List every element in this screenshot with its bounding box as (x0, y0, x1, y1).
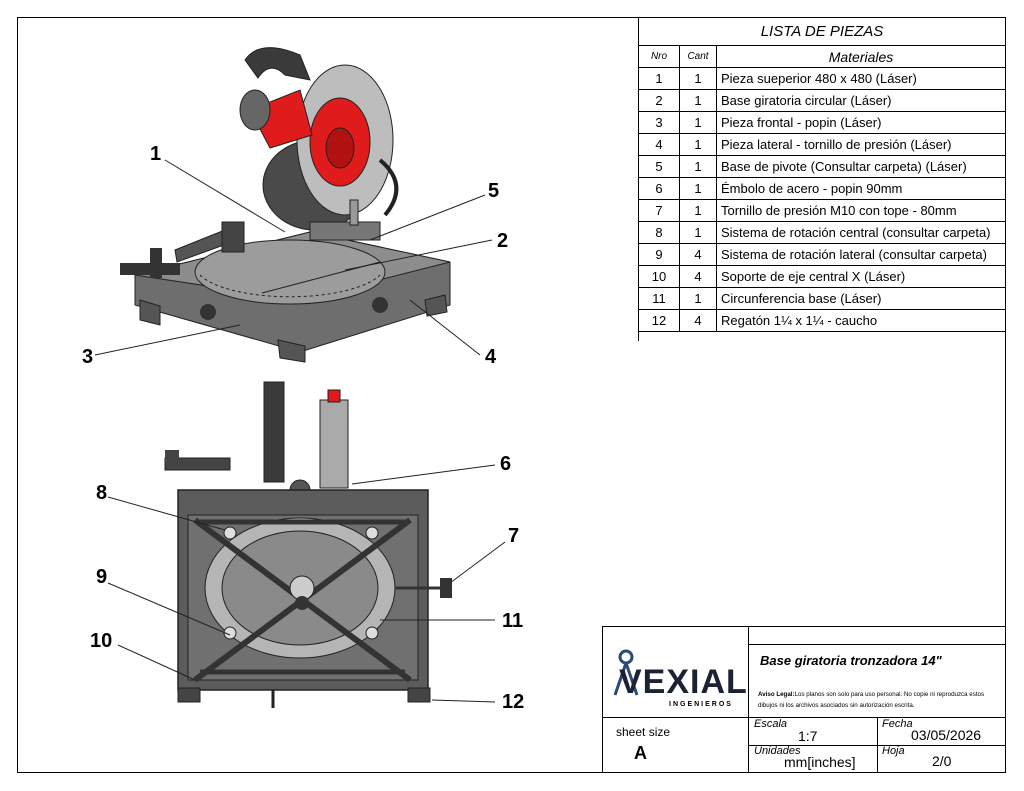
parts-cell-material: Base de pivote (Consultar carpeta) (Láse… (716, 155, 1006, 178)
parts-cell-material: Tornillo de presión M10 con tope - 80mm (716, 199, 1006, 222)
callout-5: 5 (488, 180, 500, 202)
callout-9: 9 (96, 566, 108, 588)
parts-cell-nro: 3 (638, 111, 680, 134)
parts-cell-nro: 10 (638, 265, 680, 288)
callout-4: 4 (485, 346, 497, 368)
parts-cell-material: Base giratoria circular (Láser) (716, 89, 1006, 112)
hoja-value: 2/0 (932, 753, 952, 769)
parts-cell-material: Sistema de rotación central (consultar c… (716, 221, 1006, 244)
parts-cell-cant: 1 (679, 177, 717, 200)
fecha-value: 03/05/2026 (911, 727, 982, 743)
parts-cell-cant: 1 (679, 133, 717, 156)
isometric-view (94, 47, 493, 363)
escala-value: 1:7 (798, 728, 818, 744)
legal-notice-label: Aviso Legal: (758, 691, 795, 698)
logo-cell: VEXIAL INGENIEROS (602, 626, 749, 718)
sheet-size-label: sheet size (616, 725, 671, 739)
parts-cell-nro: 6 (638, 177, 680, 200)
callout-11: 11 (502, 610, 524, 632)
parts-cell-cant: 4 (679, 265, 717, 288)
parts-cell-material: Regatón 1¼ x 1¼ - caucho (716, 309, 1006, 332)
parts-cell-cant: 1 (679, 111, 717, 134)
parts-cell-cant: 1 (679, 287, 717, 310)
parts-cell-nro: 7 (638, 199, 680, 222)
parts-cell-material: Sistema de rotación lateral (consultar c… (716, 243, 1006, 266)
drawing-title: Base giratoria tronzadora 14" (760, 653, 942, 668)
callout-8: 8 (96, 482, 108, 504)
parts-cell-nro: 2 (638, 89, 680, 112)
parts-cell-nro: 9 (638, 243, 680, 266)
logo-text: VEXIAL (619, 663, 748, 701)
parts-cell-material: Pieza frontal - popin (Láser) (716, 111, 1006, 134)
parts-cell-nro: 8 (638, 221, 680, 244)
parts-cell-cant: 4 (679, 243, 717, 266)
parts-cell-cant: 4 (679, 309, 717, 332)
logo-subtext: INGENIEROS (669, 701, 733, 708)
column-header-nro: Nro (638, 45, 680, 68)
fecha-label: Fecha (882, 718, 913, 730)
drawing-sheet-border (17, 17, 1006, 773)
callout-1: 1 (150, 143, 162, 165)
parts-cell-material: Émbolo de acero - popin 90mm (716, 177, 1006, 200)
parts-cell-nro: 11 (638, 287, 680, 310)
parts-cell-cant: 1 (679, 67, 717, 90)
column-header-materiales: Materiales (716, 45, 1006, 68)
bottom-view (107, 381, 506, 708)
parts-cell-material: Pieza lateral - tornillo de presión (Lás… (716, 133, 1006, 156)
parts-cell-nro: 12 (638, 309, 680, 332)
parts-cell-nro: 5 (638, 155, 680, 178)
unidades-label: Unidades (754, 745, 801, 757)
sheet-size-value: A (634, 743, 647, 763)
callout-3: 3 (82, 346, 94, 368)
callout-7: 7 (508, 525, 520, 547)
legal-notice-text: Los planos son solo para uso personal. N… (758, 691, 985, 709)
parts-list-title: LISTA DE PIEZAS (638, 17, 1006, 46)
callout-6: 6 (500, 453, 512, 475)
escala-label: Escala (754, 718, 788, 730)
parts-cell-cant: 1 (679, 199, 717, 222)
unidades-value: mm[inches] (784, 754, 856, 770)
callout-2: 2 (497, 230, 509, 252)
compass-logo-icon (613, 649, 639, 696)
parts-cell-material: Soporte de eje central X (Láser) (716, 265, 1006, 288)
legal-notice: Aviso Legal:Los planos son solo para uso… (758, 689, 998, 711)
parts-cell-nro: 4 (638, 133, 680, 156)
parts-cell-cant: 1 (679, 221, 717, 244)
column-header-cant: Cant (679, 45, 717, 68)
parts-cell-material: Circunferencia base (Láser) (716, 287, 1006, 310)
callout-12: 12 (502, 691, 525, 713)
parts-cell-cant: 1 (679, 155, 717, 178)
hoja-label: Hoja (882, 745, 905, 757)
callout-10: 10 (90, 630, 113, 652)
parts-cell-cant: 1 (679, 89, 717, 112)
title-block: VEXIAL INGENIEROS Base giratoria tronzad… (602, 626, 1006, 773)
parts-cell-material: Pieza sueperior 480 x 480 (Láser) (716, 67, 1006, 90)
parts-cell-nro: 1 (638, 67, 680, 90)
